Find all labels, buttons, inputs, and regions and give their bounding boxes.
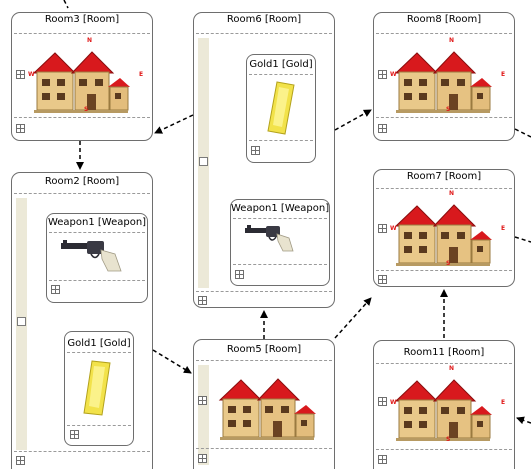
- north-marker: N: [87, 37, 93, 44]
- gold-bar-icon: [83, 360, 111, 421]
- room6-gold-item[interactable]: Gold1 [Gold]: [246, 54, 316, 163]
- room2-title-divider: [14, 193, 150, 194]
- room2-gold-divider: [67, 352, 131, 353]
- room11-title-divider: [376, 363, 512, 364]
- room2-weapon-expander[interactable]: [51, 285, 60, 294]
- room3-node[interactable]: Room3 [Room] N W E S: [11, 12, 153, 141]
- edge-room8-offscreen-right[interactable]: [514, 128, 531, 138]
- room2-footer-divider: [14, 451, 150, 452]
- room2-weapon-footer-divider: [49, 280, 145, 281]
- room11-title: Room11 [Room]: [403, 347, 485, 358]
- house-icon: [216, 366, 316, 444]
- house-icon: [392, 192, 492, 270]
- south-marker: S: [446, 106, 451, 113]
- north-marker: N: [449, 37, 455, 44]
- room8-node[interactable]: Room8 [Room] N W E S: [373, 12, 515, 141]
- room5-title-divider: [196, 360, 332, 361]
- room2-bottom-expander[interactable]: [16, 456, 25, 465]
- room6-weapon-item[interactable]: Weapon1 [Weapon]: [230, 199, 330, 286]
- room5-node[interactable]: Room5 [Room]: [193, 339, 335, 469]
- room7-left-expander[interactable]: [378, 224, 387, 233]
- room7-bottom-expander[interactable]: [378, 275, 387, 284]
- room3-footer-divider: [14, 117, 150, 118]
- room8-left-expander[interactable]: [378, 70, 387, 79]
- room8-footer-divider: [376, 117, 512, 118]
- room2-node[interactable]: Room2 [Room] Weapon1 [Weapon] Gold1 [Gol…: [11, 172, 153, 469]
- room6-weapon-expander[interactable]: [235, 270, 244, 279]
- south-marker: S: [446, 436, 451, 443]
- room11-left-expander[interactable]: [378, 397, 387, 406]
- west-marker: W: [390, 225, 397, 232]
- room2-gold-title: Gold1 [Gold]: [67, 338, 131, 349]
- room8-title: Room8 [Room]: [406, 14, 482, 25]
- room6-footer-divider: [196, 291, 332, 292]
- north-marker: N: [449, 190, 455, 197]
- edge-room6-to-room8[interactable]: [334, 109, 372, 131]
- room6-gold-title: Gold1 [Gold]: [249, 59, 313, 70]
- room7-node[interactable]: Room7 [Room] N W E S: [373, 169, 515, 287]
- north-marker: N: [449, 365, 455, 372]
- east-marker: E: [501, 399, 506, 406]
- edge-room6-to-room3[interactable]: [154, 114, 194, 134]
- room7-footer-divider: [376, 270, 512, 271]
- room5-title: Room5 [Room]: [226, 344, 302, 355]
- room2-gold-footer-divider: [67, 425, 131, 426]
- revolver-icon: [245, 224, 295, 257]
- gold-bar-icon: [267, 81, 295, 140]
- edge-offscreen-top-left[interactable]: [63, 0, 69, 9]
- west-marker: W: [390, 399, 397, 406]
- west-marker: W: [390, 71, 397, 78]
- room6-weapon-divider: [233, 218, 327, 219]
- house-icon: [30, 39, 130, 117]
- revolver-icon: [61, 238, 123, 277]
- room2-side-handle[interactable]: [17, 317, 26, 326]
- room3-left-expander[interactable]: [16, 70, 25, 79]
- room6-bottom-expander[interactable]: [198, 296, 207, 305]
- west-marker: W: [28, 71, 35, 78]
- room5-side-strip: [198, 365, 209, 465]
- south-marker: S: [446, 260, 451, 267]
- room11-footer-divider: [376, 449, 512, 450]
- room2-weapon-divider: [49, 232, 145, 233]
- room7-title-divider: [376, 188, 512, 189]
- room3-bottom-expander[interactable]: [16, 124, 25, 133]
- east-marker: E: [139, 71, 144, 78]
- edge-room7-offscreen-right[interactable]: [514, 236, 531, 243]
- room11-node[interactable]: Room11 [Room] N W E S: [373, 340, 515, 469]
- room6-title-divider: [196, 33, 332, 34]
- room5-footer-divider: [196, 448, 332, 449]
- house-icon: [392, 367, 492, 445]
- room8-title-divider: [376, 33, 512, 34]
- room2-title: Room2 [Room]: [44, 176, 120, 187]
- room2-weapon-title: Weapon1 [Weapon]: [47, 217, 147, 228]
- room11-bottom-expander[interactable]: [378, 455, 387, 464]
- room3-title-divider: [14, 33, 150, 34]
- room3-title: Room3 [Room]: [44, 14, 120, 25]
- room2-weapon-item[interactable]: Weapon1 [Weapon]: [46, 213, 148, 303]
- room6-gold-divider: [249, 74, 313, 75]
- room6-gold-expander[interactable]: [251, 146, 260, 155]
- east-marker: E: [501, 71, 506, 78]
- room2-gold-expander[interactable]: [70, 430, 79, 439]
- room7-title: Room7 [Room]: [406, 171, 482, 182]
- edge-room2-to-room5[interactable]: [152, 349, 192, 374]
- room6-weapon-footer-divider: [233, 264, 327, 265]
- south-marker: S: [84, 106, 89, 113]
- room6-title: Room6 [Room]: [226, 14, 302, 25]
- room6-gold-footer-divider: [249, 140, 313, 141]
- edge-room5-to-room7[interactable]: [334, 297, 372, 339]
- room2-gold-item[interactable]: Gold1 [Gold]: [64, 331, 134, 446]
- room5-left-expander[interactable]: [198, 396, 207, 405]
- edge-offscreen-to-room11[interactable]: [516, 416, 531, 425]
- room6-weapon-title: Weapon1 [Weapon]: [231, 203, 330, 214]
- east-marker: E: [501, 225, 506, 232]
- room6-node[interactable]: Room6 [Room] Gold1 [Gold] Weapon1 [Weapo…: [193, 12, 335, 308]
- house-icon: [392, 39, 492, 117]
- room6-side-handle[interactable]: [199, 157, 208, 166]
- room8-bottom-expander[interactable]: [378, 124, 387, 133]
- room5-bottom-expander[interactable]: [198, 454, 207, 463]
